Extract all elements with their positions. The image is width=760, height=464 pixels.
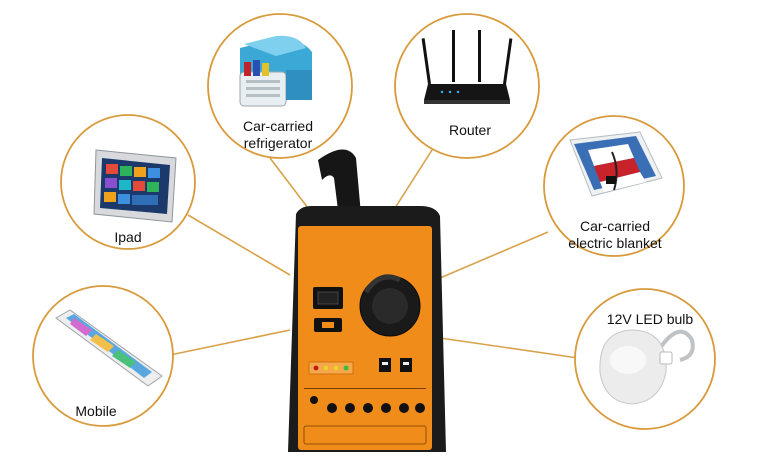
blanket-label: Car-carried electric blanket	[555, 218, 675, 252]
battery-leds	[308, 361, 354, 375]
router-icon	[421, 30, 513, 104]
connector-lines	[169, 149, 579, 359]
output-jacks	[310, 396, 425, 413]
blanket-label-line1: Car-carried	[579, 218, 650, 234]
ipad-label: Ipad	[114, 229, 142, 245]
fridge-label-line2: refrigerator	[243, 135, 313, 151]
blanket-label-line2: electric blanket	[568, 235, 662, 251]
electric-blanket-icon	[569, 131, 663, 197]
front-panel	[298, 226, 432, 450]
smartphone-icon	[55, 309, 163, 387]
bulb-label: 12V LED bulb	[606, 311, 694, 327]
connector-router	[394, 149, 433, 209]
car-refrigerator-icon	[239, 35, 312, 107]
led-bulb-icon	[599, 329, 695, 405]
tablet-icon	[93, 149, 177, 223]
power-station-unit	[288, 149, 446, 452]
fridge-label-line1: Car-carried	[242, 118, 313, 134]
fridge-label: Car-carried refrigerator	[228, 118, 328, 152]
connector-fridge	[269, 157, 309, 209]
router-label: Router	[448, 122, 492, 138]
connector-blanket	[439, 231, 549, 279]
connector-ipad	[187, 214, 291, 276]
connector-mobile	[169, 329, 291, 356]
connector-bulb	[439, 337, 579, 359]
mobile-label: Mobile	[75, 403, 117, 419]
